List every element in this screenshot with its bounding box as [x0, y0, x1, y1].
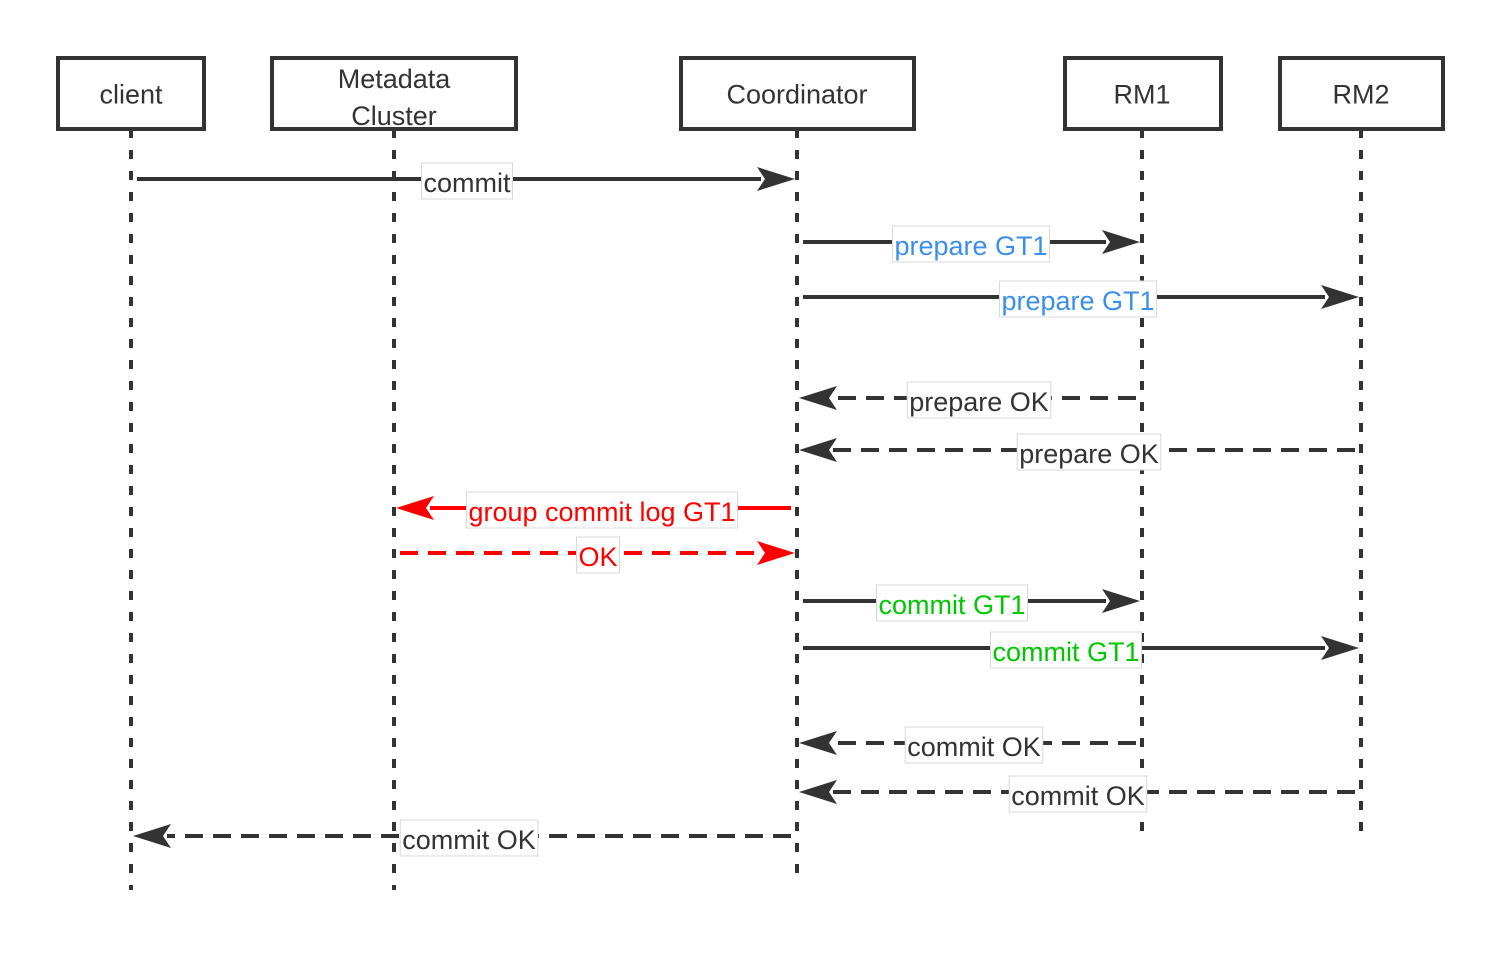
message-label-bg [875, 584, 1029, 622]
message-label-bg [1008, 775, 1148, 813]
message-label-bg [421, 162, 513, 200]
arrowhead-icon [1102, 230, 1140, 254]
actor-label: client [99, 80, 163, 110]
actor-box[interactable] [1063, 56, 1223, 131]
message-label: commit GT1 [878, 590, 1025, 620]
arrowhead-icon [1321, 636, 1359, 660]
message-label: OK [578, 542, 617, 572]
message-label: commit OK [1011, 781, 1145, 811]
arrowhead-icon [799, 386, 837, 410]
message-9[interactable]: commit GT1 [803, 631, 1359, 669]
message-label-bg [575, 536, 621, 574]
message-label: group commit log GT1 [468, 497, 735, 527]
message-6[interactable]: group commit log GT1 [396, 491, 791, 529]
actor-label: Coordinator [726, 80, 867, 110]
message-2[interactable]: prepare GT1 [803, 225, 1140, 263]
actor-box[interactable] [679, 56, 916, 131]
actor-client[interactable]: client [56, 56, 206, 131]
arrowhead-icon [396, 496, 434, 520]
message-label: commit [424, 168, 511, 198]
message-1[interactable]: commit [137, 162, 795, 200]
message-label-bg [904, 726, 1044, 764]
message-label: commit GT1 [992, 637, 1139, 667]
actor-label: RM1 [1113, 80, 1170, 110]
actor-box[interactable] [1278, 56, 1445, 131]
message-label-bg [906, 381, 1052, 419]
message-label: prepare OK [909, 387, 1049, 417]
message-label-bg [998, 280, 1158, 318]
message-7[interactable]: OK [400, 536, 795, 574]
actor-rm2[interactable]: RM2 [1278, 56, 1445, 131]
message-label-bg [891, 225, 1051, 263]
actor-label: RM2 [1332, 80, 1389, 110]
message-label: commit OK [402, 825, 536, 855]
message-label: prepare GT1 [1001, 286, 1154, 316]
arrowhead-icon [757, 167, 795, 191]
message-3[interactable]: prepare GT1 [803, 280, 1359, 318]
lifelines [129, 129, 1363, 890]
arrowhead-icon [1102, 589, 1140, 613]
message-label-bg [465, 491, 739, 529]
arrowhead-icon [133, 824, 171, 848]
message-4[interactable]: prepare OK [799, 381, 1136, 419]
actor-box[interactable] [270, 56, 518, 131]
arrowhead-icon [757, 541, 795, 565]
arrowhead-icon [799, 438, 837, 462]
message-5[interactable]: prepare OK [799, 433, 1355, 471]
message-label: prepare GT1 [894, 231, 1047, 261]
message-label: prepare OK [1019, 439, 1159, 469]
message-label-bg [399, 819, 539, 857]
messages: commit prepare GT1 prepare GT1 prepare OK pr… [133, 162, 1359, 857]
message-11[interactable]: commit OK [799, 775, 1355, 813]
actor-box[interactable] [56, 56, 206, 131]
message-8[interactable]: commit GT1 [803, 584, 1140, 622]
message-label-bg [989, 631, 1143, 669]
message-10[interactable]: commit OK [799, 726, 1136, 764]
message-12[interactable]: commit OK [133, 819, 791, 857]
actor-rm1[interactable]: RM1 [1063, 56, 1223, 131]
actor-coord[interactable]: Coordinator [679, 56, 916, 131]
message-label-bg [1016, 433, 1162, 471]
arrowhead-icon [1321, 285, 1359, 309]
arrowhead-icon [799, 731, 837, 755]
message-label: commit OK [907, 732, 1041, 762]
arrowhead-icon [799, 780, 837, 804]
